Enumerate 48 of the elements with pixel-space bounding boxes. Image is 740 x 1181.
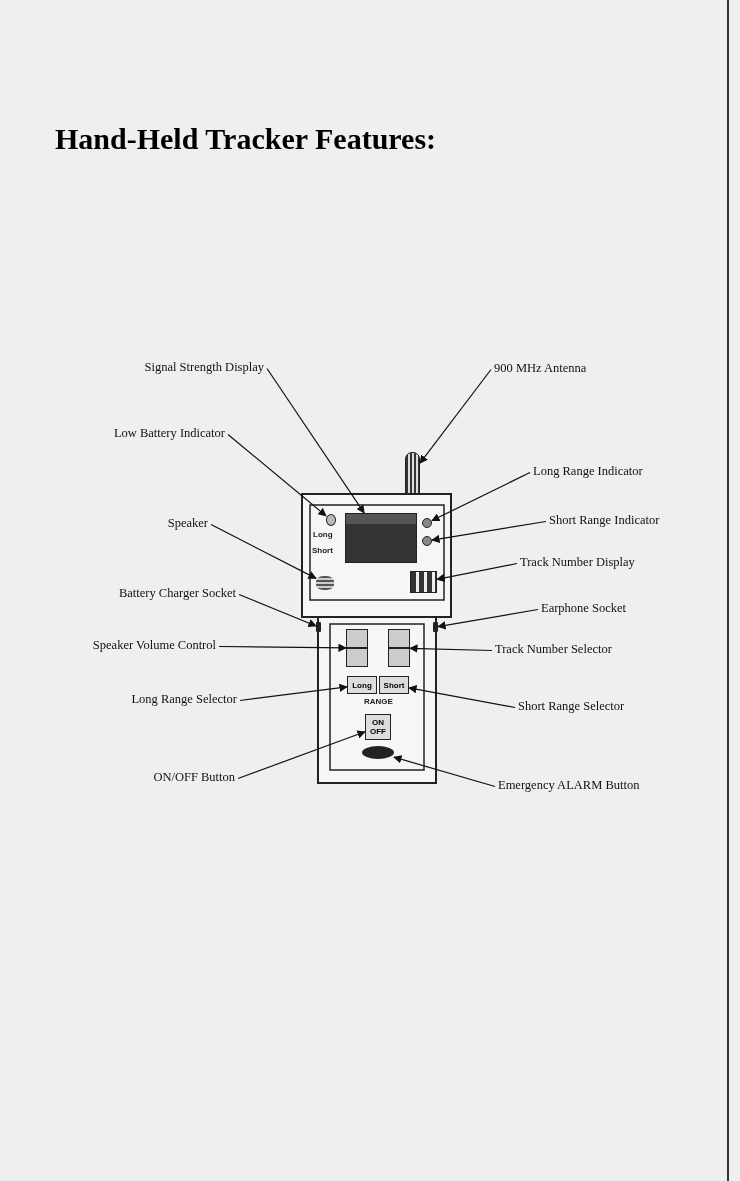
leader-arrow bbox=[409, 644, 493, 653]
callout-label: Low Battery Indicator bbox=[113, 426, 225, 441]
volume-rocker bbox=[346, 629, 368, 667]
callout-label: Earphone Socket bbox=[541, 601, 627, 616]
leader-arrow bbox=[393, 755, 496, 788]
callout-label: ON/OFF Button bbox=[153, 770, 235, 785]
device-label: Short bbox=[312, 546, 333, 555]
callout-label: Long Range Selector bbox=[131, 692, 237, 707]
title: Hand-Held Tracker Features: bbox=[55, 122, 437, 156]
antenna bbox=[405, 452, 420, 494]
callout-label: Signal Strength Display bbox=[144, 360, 264, 375]
socket bbox=[316, 622, 321, 632]
leader-arrow bbox=[210, 523, 317, 579]
callout-label: Long Range Indicator bbox=[533, 464, 643, 479]
callout-label: Track Number Selector bbox=[495, 642, 612, 657]
leader-arrow bbox=[436, 562, 518, 582]
leader-arrow bbox=[266, 367, 365, 514]
leader-arrow bbox=[431, 520, 547, 544]
track-number-display bbox=[410, 571, 437, 593]
indicator-led bbox=[422, 536, 432, 546]
callout-label: Speaker Volume Control bbox=[92, 638, 216, 653]
callout-label: Short Range Indicator bbox=[549, 513, 660, 528]
callout-label: Emergency ALARM Button bbox=[498, 778, 640, 793]
callout-label: Speaker bbox=[167, 516, 208, 531]
callout-label: 900 MHz Antenna bbox=[494, 361, 587, 376]
callout-label: Track Number Display bbox=[520, 555, 635, 570]
leader-arrow bbox=[437, 608, 539, 630]
power-button: ON OFF bbox=[365, 714, 391, 740]
leader-arrow bbox=[238, 593, 317, 627]
track-selector-rocker bbox=[388, 629, 410, 667]
device-label: RANGE bbox=[364, 697, 393, 706]
leader-arrow bbox=[239, 683, 348, 702]
leader-arrow bbox=[237, 730, 366, 780]
leader-arrow bbox=[408, 685, 516, 709]
leader-arrow bbox=[218, 643, 347, 652]
indicator-led bbox=[422, 518, 432, 528]
device-label: Long bbox=[313, 530, 333, 539]
speaker-grille bbox=[316, 576, 334, 590]
battery-indicator-light bbox=[326, 514, 336, 526]
signal-strength-display bbox=[345, 513, 417, 563]
leader-arrow bbox=[419, 368, 492, 464]
callout-label: Battery Charger Socket bbox=[118, 586, 236, 601]
callout-label: Short Range Selector bbox=[518, 699, 625, 714]
range-button: Short bbox=[379, 676, 409, 694]
range-button: Long bbox=[347, 676, 377, 694]
leader-arrow bbox=[431, 471, 531, 522]
leader-arrow bbox=[227, 433, 327, 517]
socket bbox=[433, 622, 438, 632]
